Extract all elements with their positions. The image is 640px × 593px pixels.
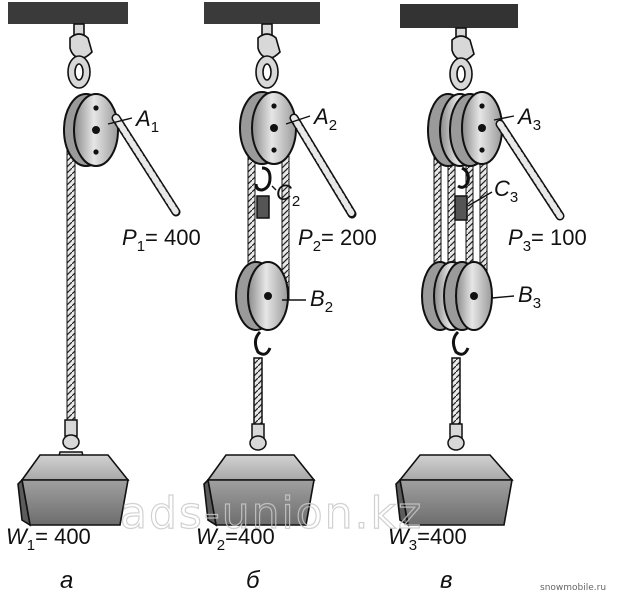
label-c2-index: 2	[292, 193, 300, 210]
panel-a: A1 P1= 400 W1= 400 а	[6, 2, 201, 593]
label-a2-index: 2	[329, 117, 337, 134]
label-a3-index: 3	[533, 117, 541, 134]
caption-b: б	[246, 567, 261, 593]
pulley-a2	[239, 91, 297, 165]
label-a1-index: 1	[151, 119, 159, 136]
svg-text:C3: C3	[494, 176, 518, 206]
panel-c: A3 C3 P3= 100 B3 W3=400 в	[388, 4, 587, 593]
label-w3-eq: =	[417, 524, 430, 549]
weight-hook	[57, 419, 85, 461]
hook-c2	[254, 166, 272, 219]
svg-text:W2=400: W2=400	[196, 524, 275, 554]
weight-hook	[447, 330, 470, 451]
svg-text:P2= 200: P2= 200	[298, 225, 377, 255]
label-a1-letter: A	[134, 106, 151, 131]
weight-hook	[249, 330, 272, 451]
svg-text:A2: A2	[312, 104, 337, 134]
credit-text: snowmobile.ru	[540, 583, 606, 593]
label-c3-letter: C	[494, 176, 510, 201]
label-p2-eq: =	[321, 225, 340, 250]
svg-text:B3: B3	[518, 282, 541, 312]
ceiling-beam	[8, 2, 128, 24]
top-shackle	[449, 27, 475, 91]
label-w1-index: 1	[27, 537, 35, 554]
label-p2-letter: P	[298, 225, 313, 250]
svg-text:P3= 100: P3= 100	[508, 225, 587, 255]
svg-text:B2: B2	[310, 286, 333, 316]
label-p3-index: 3	[523, 238, 531, 255]
label-a3-letter: A	[516, 104, 533, 129]
label-p1-index: 1	[137, 238, 145, 255]
leader-a1	[107, 117, 133, 125]
weight-block	[395, 454, 514, 527]
top-shackle	[255, 23, 281, 89]
label-b2-index: 2	[325, 299, 333, 316]
label-w1-value: 400	[54, 524, 91, 549]
pulley-a3	[427, 91, 503, 167]
label-w3-value: 400	[430, 524, 467, 549]
label-c3-index: 3	[510, 189, 518, 206]
svg-text:P1= 400: P1= 400	[122, 225, 201, 255]
svg-text:W1= 400: W1= 400	[6, 524, 91, 554]
weight-block	[203, 454, 316, 527]
label-p2-value: 200	[340, 225, 377, 250]
ceiling-beam	[204, 2, 320, 24]
label-w3-index: 3	[409, 537, 417, 554]
caption-a: а	[60, 567, 73, 593]
label-b2-letter: B	[310, 286, 325, 311]
ceiling-beam	[400, 4, 518, 28]
label-p1-letter: P	[122, 225, 137, 250]
top-shackle	[67, 23, 93, 89]
pulley-b2	[235, 261, 289, 331]
label-a2-letter: A	[312, 104, 329, 129]
label-w1-eq: =	[35, 524, 54, 549]
label-p3-eq: =	[531, 225, 550, 250]
weight-block	[17, 454, 130, 527]
label-w2-letter: W	[196, 524, 219, 549]
svg-text:C2: C2	[276, 180, 300, 210]
pulley-a1	[63, 93, 119, 167]
svg-text:A3: A3	[516, 104, 541, 134]
svg-text:A1: A1	[134, 106, 159, 136]
watermark: ads-union.kz	[120, 488, 423, 539]
label-w2-value: 400	[238, 524, 275, 549]
label-p3-value: 100	[550, 225, 587, 250]
label-c2-letter: C	[276, 180, 292, 205]
label-p3-letter: P	[508, 225, 523, 250]
label-w2-index: 2	[217, 537, 225, 554]
label-p2-index: 2	[313, 238, 321, 255]
label-b3-index: 3	[533, 295, 541, 312]
label-w2-eq: =	[225, 524, 238, 549]
hook-c3	[454, 166, 470, 221]
label-p1-value: 400	[164, 225, 201, 250]
label-p1-eq: =	[145, 225, 164, 250]
label-w1-letter: W	[6, 524, 29, 549]
panel-b: A2 C2 P2= 200 B2 W2=400 б	[196, 2, 377, 593]
rope	[66, 129, 76, 436]
caption-c: в	[440, 567, 453, 593]
svg-text:W3=400: W3=400	[388, 524, 467, 554]
label-w3-letter: W	[388, 524, 411, 549]
label-b3-letter: B	[518, 282, 533, 307]
pulley-b3	[421, 261, 493, 331]
